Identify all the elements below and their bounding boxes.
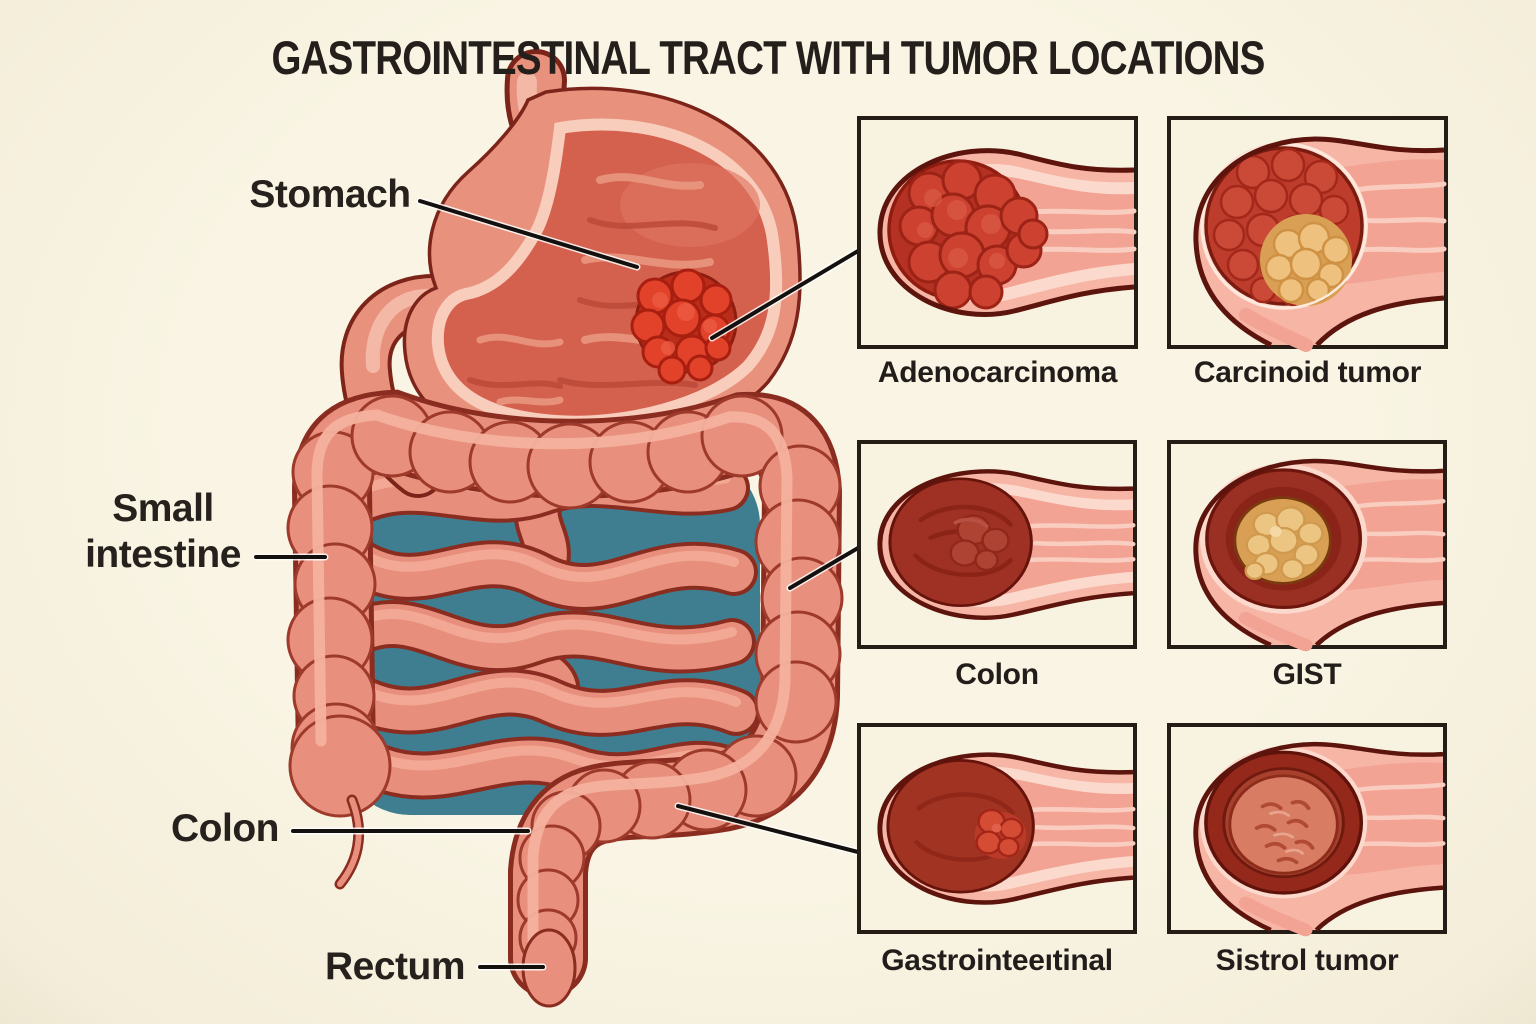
caption-sistrol-tumor: Sistrol tumor	[1215, 944, 1399, 977]
leader-line-stomach-tumor-to-panel	[708, 247, 862, 342]
caption-colon: Colon	[955, 658, 1039, 691]
caption-gist: GIST	[1272, 658, 1342, 691]
panel-adenocarcinoma-illustration	[877, 148, 1137, 317]
leader-line-stomach	[416, 197, 641, 271]
caption-adenocarcinoma: Adenocarcinoma	[877, 356, 1118, 389]
panel-colon-illustration	[877, 469, 1136, 620]
tenia-coli-stripe	[311, 409, 793, 949]
panel-colon	[857, 440, 1137, 649]
gi-tract-illustration	[252, 49, 862, 1008]
caption-carcinoid-tumor: Carcinoid tumor	[1193, 356, 1422, 389]
panel-adenocarcinoma	[857, 116, 1138, 349]
label-colon: Colon	[171, 807, 279, 850]
panel-carcinoid-illustration	[1193, 136, 1447, 352]
page-title: GASTROINTESTINAL TRACT WITH TUMOR LOCATI…	[271, 31, 1265, 84]
leader-lines	[252, 197, 862, 971]
panel-gist-illustration	[1193, 458, 1446, 652]
stomach-organ	[402, 86, 802, 451]
label-rectum: Rectum	[324, 945, 466, 988]
panel-carcinoid-tumor	[1167, 116, 1448, 352]
panel-sistrol-illustration	[1193, 741, 1446, 937]
label-small-intestine: Small intestine	[85, 487, 241, 577]
leader-line-colon-to-panel	[674, 802, 862, 856]
panel-gastrointestinal	[857, 723, 1137, 934]
panel-gastrointestinal-illustration	[877, 752, 1136, 905]
leader-line-intestine-to-panel	[786, 544, 862, 592]
caption-gastrointestinal: Gastrointeeıtinal	[881, 944, 1113, 977]
stomach-tumor	[630, 268, 738, 385]
panel-gist	[1167, 440, 1447, 652]
small-intestine-coils	[334, 460, 760, 801]
label-stomach: Stomach	[249, 173, 411, 216]
colon-frame	[286, 389, 844, 1008]
panel-sistrol-tumor	[1167, 723, 1447, 937]
